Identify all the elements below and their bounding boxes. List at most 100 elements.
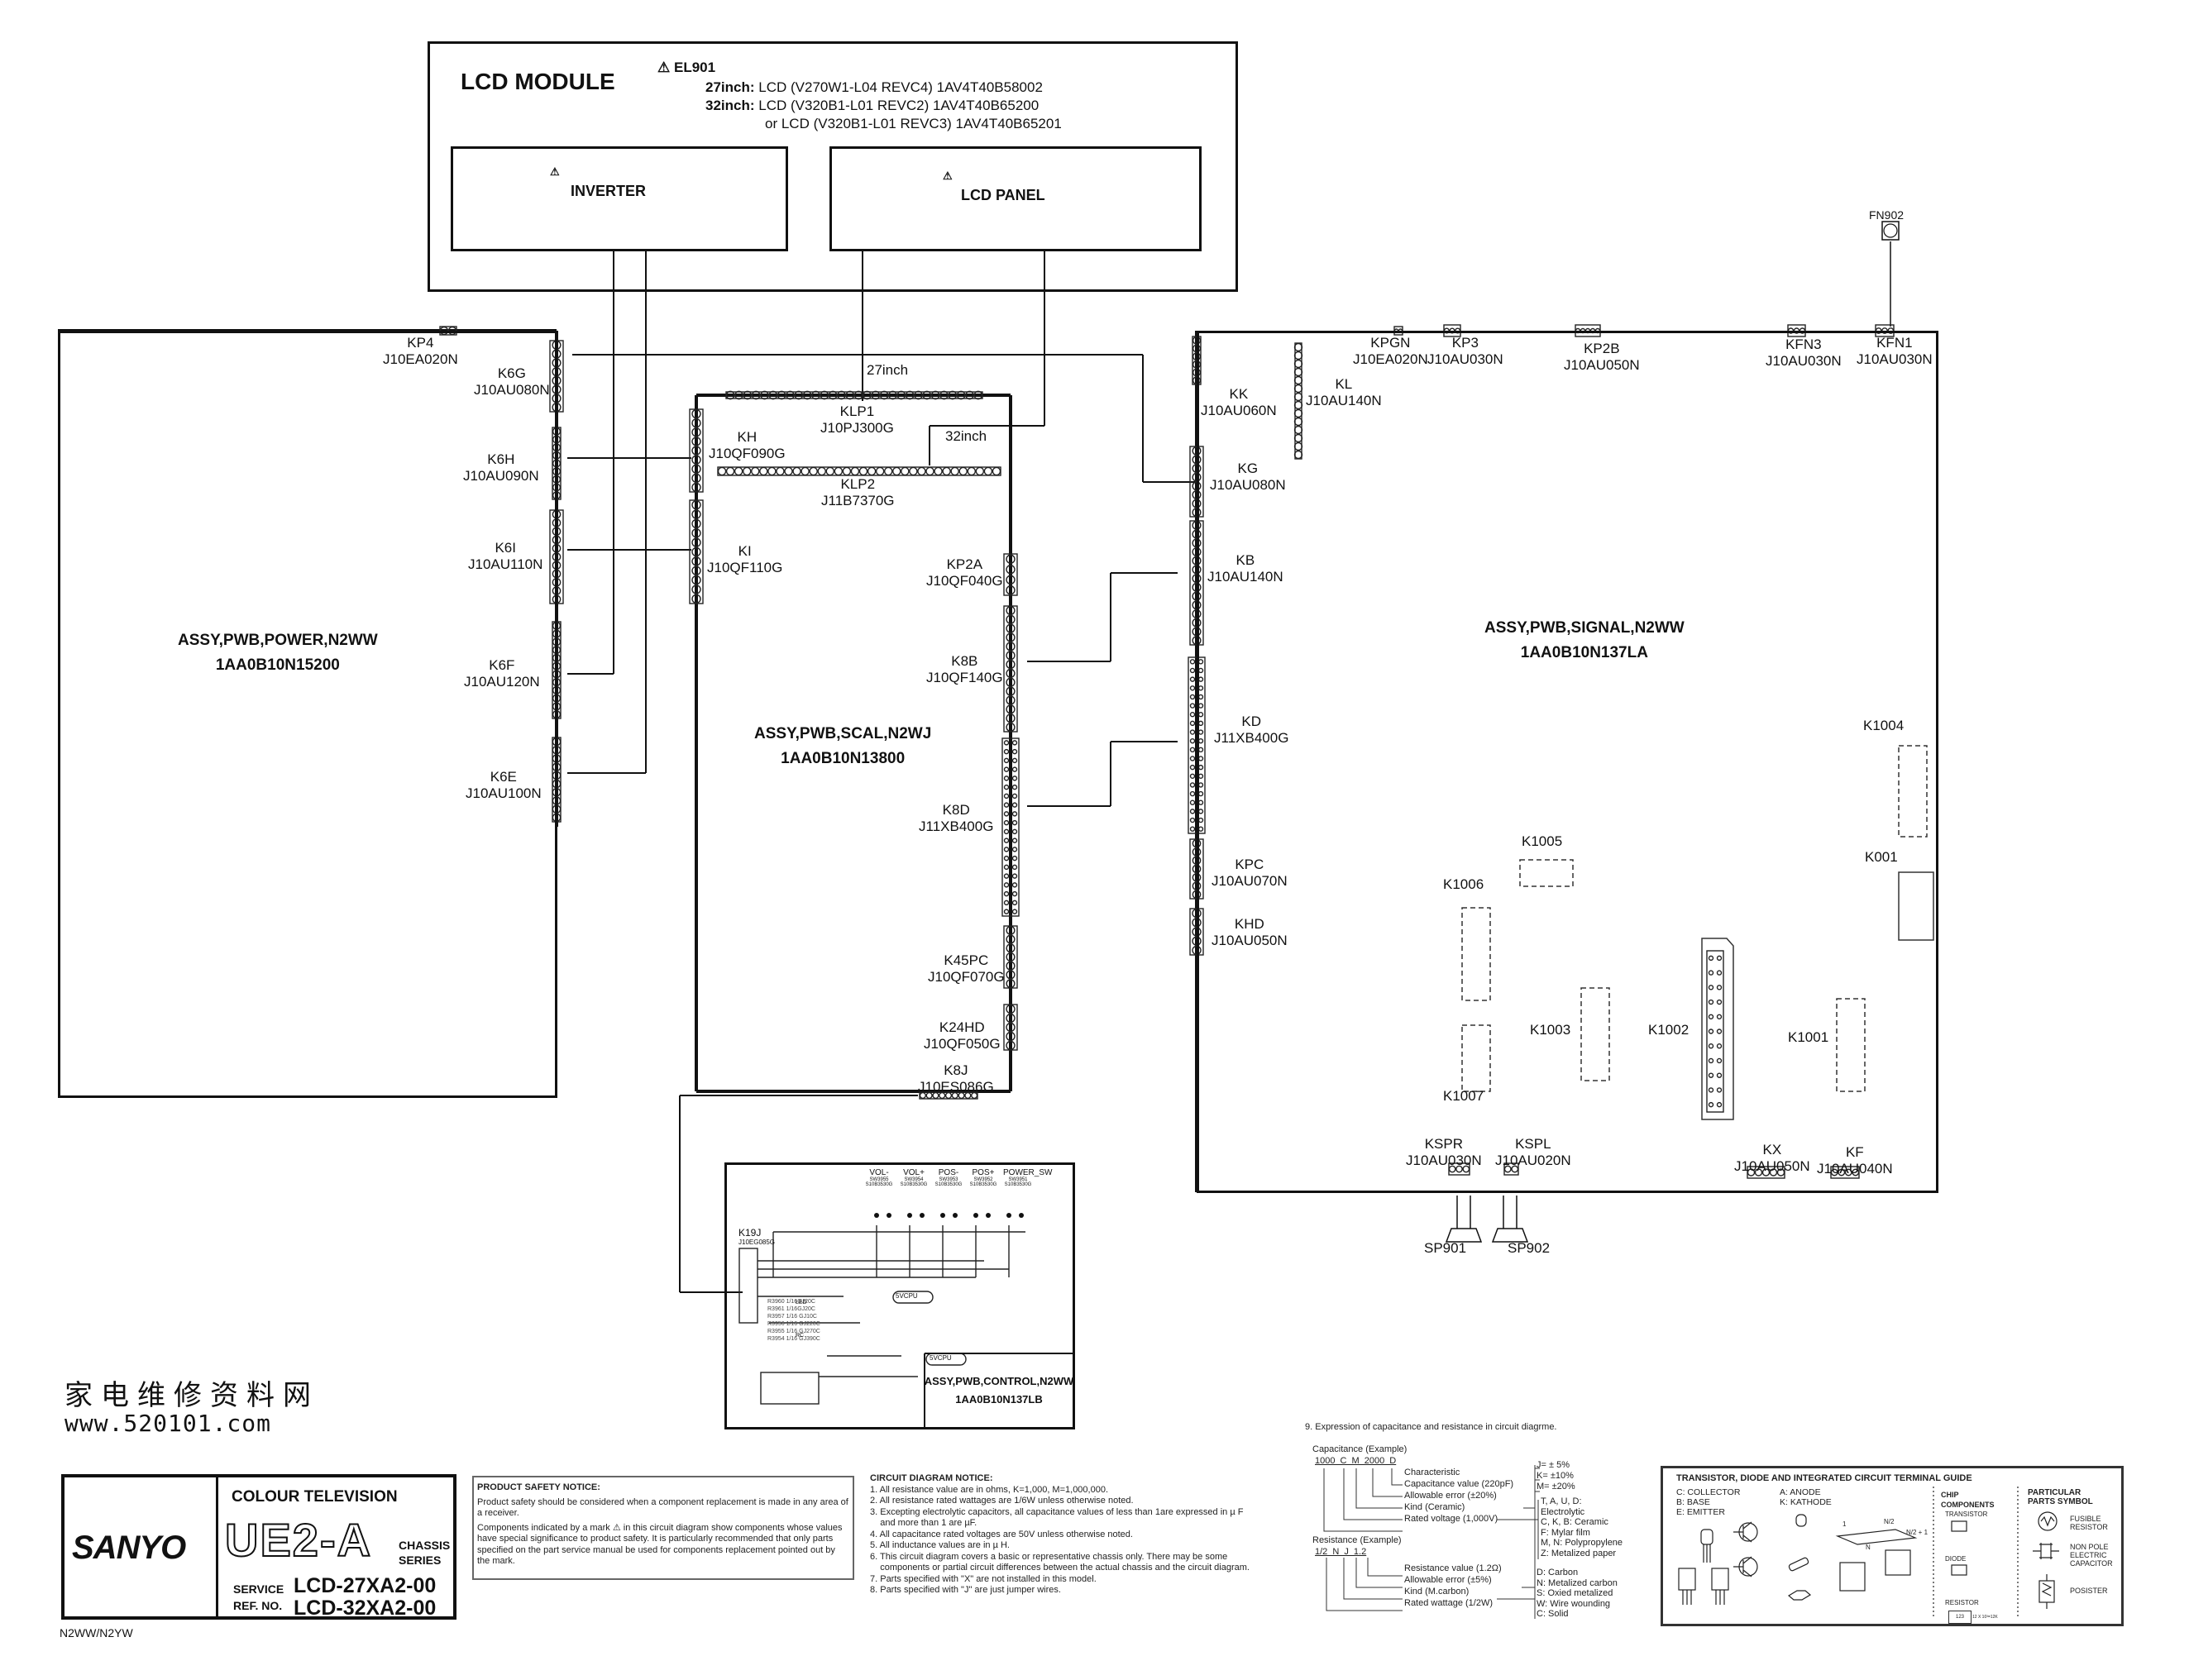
k1002-pins-pin [1708,1014,1714,1019]
k8j-strip-pin [951,1091,958,1100]
res-kind: N: Metalized carbon [1537,1577,1618,1588]
klp2-strip-pin [834,466,844,476]
ki-strip-pin [691,528,701,538]
jack-k1006[interactable]: K1006 [1443,876,1484,892]
kd-strip-pin [1189,826,1196,832]
k1002-pins [1706,950,1724,1113]
k8b-strip-pin [1006,632,1016,642]
klp1-strip-pin [786,390,795,400]
tolerance-item: J= ± 5% [1537,1460,1570,1470]
jack-k1004[interactable]: K1004 [1863,718,1905,733]
klp2-strip-pin [825,466,835,476]
fan-icon [1881,221,1900,241]
klp2-strip-pin [776,466,785,476]
klp2-strip-pin [809,466,818,476]
jack-k1003[interactable]: K1003 [1530,1022,1571,1038]
kd-strip-pin [1189,685,1196,691]
k1002-pins-pin [1716,999,1723,1005]
inverter-label: ⚠INVERTER [550,165,647,199]
ki-strip-pin [691,585,701,594]
speaker-sp902: SP902 [1508,1240,1551,1256]
k45pc-strip-pin [1006,970,1016,980]
k1002-pins-pin [1716,1101,1723,1108]
k8d-strip-pin [1003,882,1010,888]
k8d-strip-pin [1003,776,1010,781]
k8d-strip-pin [1011,900,1018,906]
klp1-strip-pin [853,390,863,400]
cap-kind: Z: Metalized paper [1541,1548,1617,1558]
k24hd-strip-pin [1006,1004,1016,1014]
klp2-strip-pin [883,466,893,476]
klp2-strip-pin [925,466,934,476]
ki-strip-pin [691,575,701,585]
switch-ref: SW3952 [973,1177,993,1182]
k1002-outline [1701,938,1734,1120]
kb-strip-pin [1192,618,1202,628]
kp2a-strip-pin [1006,575,1016,585]
ref-text: EL901 [673,60,716,75]
ic-pin-1: 1 [1842,1520,1847,1528]
kk-strip-pin [1192,352,1202,361]
switch-label: POS- [938,1168,959,1177]
region-code: N2WW/N2YW [60,1626,133,1639]
k8j-strip-pin [944,1091,953,1100]
net-rc: RC [796,1333,805,1339]
jack-k1001[interactable]: K1001 [1788,1029,1829,1045]
lcd-module-ref: ⚠ EL901 [657,60,715,76]
jack-k1002[interactable]: K1002 [1648,1022,1690,1038]
k8d-strip-pin [1011,793,1018,799]
lcd-panel-label: ⚠LCD PANEL [943,169,1045,203]
jack-k1007[interactable]: K1007 [1443,1088,1484,1104]
power-board [58,331,557,1098]
switch-ref: SW3955 [869,1177,889,1182]
jack-k1005[interactable]: K1005 [1522,833,1563,849]
jack-k001[interactable]: K001 [1865,849,1898,865]
cap-title: Capacitance (Example) [1312,1444,1408,1454]
kspr-strip-pin [1448,1165,1456,1173]
k8d-strip-pin [1003,766,1010,772]
k8j-strip-pin [964,1091,972,1100]
kk-strip-pin [1192,376,1202,385]
